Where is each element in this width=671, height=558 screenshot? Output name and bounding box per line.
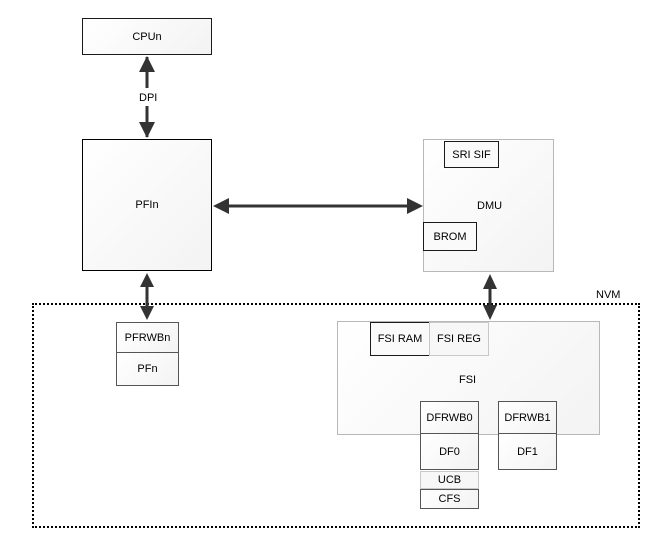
ucb-label: UCB [437,474,462,486]
brom-block: BROM [423,222,477,251]
df0-block: DF0 [420,433,479,470]
df1-label: DF1 [517,445,538,458]
cfs-block: CFS [420,489,479,509]
df0-label: DF0 [439,445,460,458]
fsi-ram-block: FSI RAM [370,322,430,356]
dfrwb0-label: DFRWB0 [426,411,473,424]
pfi-pfrwb-arrow [140,273,154,320]
pf-block: PFn [116,352,179,386]
cpu-label: CPUn [132,30,162,43]
dmu-label: DMU [477,200,503,212]
dmu-fsi-arrow [483,274,497,320]
pfi-block: PFIn [82,139,212,271]
nvm-label: NVM [596,289,621,301]
pf-label: PFn [137,363,158,375]
cpu-block: CPUn [82,18,212,55]
dpi-label: DPI [137,92,160,104]
pfrwb-label: PFRWBn [124,331,171,344]
pfi-label: PFIn [135,199,159,211]
sri-sif-block: SRI SIF [444,141,499,168]
fsi-reg-label: FSI REG [436,333,481,345]
cfs-label: CFS [438,493,461,505]
dfrwb1-block: DFRWB1 [498,401,557,434]
sri-sif-label: SRI SIF [452,148,491,161]
ucb-block: UCB [420,471,479,489]
dfrwb1-label: DFRWB1 [504,411,551,424]
nvm-region [32,303,640,528]
df1-block: DF1 [498,433,557,470]
fsi-label: FSI [459,374,477,386]
cpu-pfi-arrow [139,56,155,138]
pfrwb-block: PFRWBn [116,322,179,353]
brom-label: BROM [433,230,467,243]
fsi-reg-block: FSI REG [429,322,489,356]
pfi-dmu-arrow [213,198,423,214]
fsi-ram-label: FSI RAM [377,333,423,345]
